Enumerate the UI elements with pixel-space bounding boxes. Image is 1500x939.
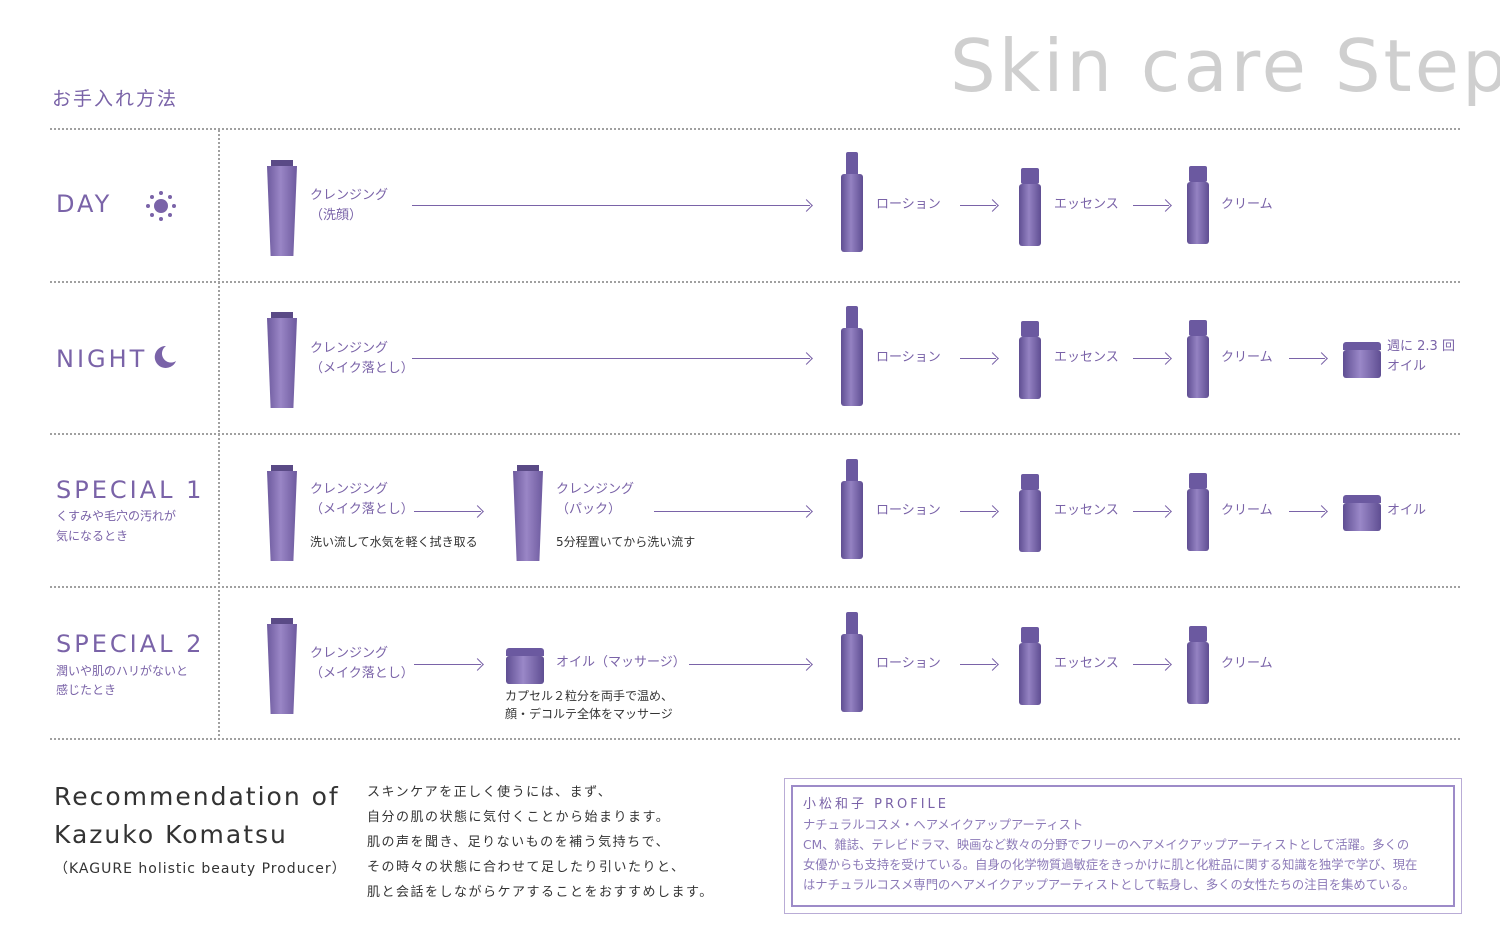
profile-box: 小松和子 PROFILE ナチュラルコスメ・ヘアメイクアップアーティスト CM、…: [784, 778, 1462, 914]
page-title: Skin care Step: [950, 24, 1500, 108]
arrow-icon: [960, 205, 996, 206]
profile-line: はナチュラルコスメ専門のヘアメイクアップアーティストとして転身し、多くの女性たち…: [803, 878, 1415, 892]
cream-bottle-image: [1187, 320, 1209, 398]
step-label: （メイク落とし）: [310, 361, 414, 376]
profile-line: ナチュラルコスメ・ヘアメイクアップアーティスト: [803, 818, 1084, 832]
arrow-icon: [1133, 205, 1169, 206]
cream-bottle-image: [1187, 166, 1209, 244]
arrow-icon: [412, 358, 810, 359]
step-label: エッセンス: [1054, 503, 1119, 518]
arrow-icon: [414, 511, 481, 512]
recommendation-text: スキンケアを正しく使うには、まず、 自分の肌の状態に気付くことから始まります。 …: [367, 785, 714, 900]
step-label: （メイク落とし）: [310, 666, 414, 681]
step-label: （メイク落とし）: [310, 502, 414, 517]
arrow-icon: [689, 664, 810, 665]
arrow-icon: [1133, 358, 1169, 359]
step-label: ローション: [876, 197, 941, 212]
lotion-bottle-image: [841, 612, 863, 712]
oil-jar-image: [506, 648, 544, 684]
divider: [50, 281, 1460, 283]
step-label: クレンジング: [556, 482, 635, 497]
step-note: カプセル２粒分を両手で温め、: [505, 689, 674, 703]
step-label: クレンジング: [310, 341, 389, 356]
step-label: クレンジング: [310, 188, 389, 203]
cleansing-tube-image: [267, 312, 297, 408]
step-label: ローション: [876, 503, 941, 518]
arrow-icon: [1133, 664, 1169, 665]
step-label: エッセンス: [1054, 197, 1119, 212]
step-label: （パック）: [556, 502, 622, 517]
cleansing-tube-image: [267, 618, 297, 714]
step-label: エッセンス: [1054, 350, 1119, 365]
step-label: 週に 2.3 回: [1387, 339, 1455, 354]
arrow-icon: [1289, 511, 1325, 512]
lotion-bottle-image: [841, 152, 863, 252]
step-label: クリーム: [1221, 197, 1273, 212]
oil-jar-image: [1343, 495, 1381, 531]
oil-jar-image: [1343, 342, 1381, 378]
row-title-special-2: SPECIAL 2: [56, 630, 205, 658]
profile-line: 女優からも支持を受けている。自身の化学物質過敏症をきっかけに肌と化粧品に関する知…: [803, 858, 1418, 872]
step-note: 5分程置いてから洗い流す: [556, 535, 696, 549]
step-label: ローション: [876, 350, 941, 365]
arrow-icon: [960, 664, 996, 665]
cream-bottle-image: [1187, 626, 1209, 704]
row-title-special-1: SPECIAL 1: [56, 476, 205, 504]
step-label: エッセンス: [1054, 656, 1119, 671]
section-subtitle: お手入れ方法: [52, 88, 179, 110]
lotion-bottle-image: [841, 306, 863, 406]
step-label: クレンジング: [310, 646, 389, 661]
cream-bottle-image: [1187, 473, 1209, 551]
step-note: 顔・デコルテ全体をマッサージ: [505, 707, 673, 721]
step-label: クリーム: [1221, 656, 1273, 671]
arrow-icon: [1133, 511, 1169, 512]
column-divider: [218, 130, 220, 740]
arrow-icon: [412, 205, 810, 206]
essence-bottle-image: [1019, 474, 1041, 552]
divider: [50, 128, 1460, 130]
arrow-icon: [960, 511, 996, 512]
moon-icon: [154, 345, 176, 368]
divider: [50, 433, 1460, 435]
step-label: オイル: [1387, 359, 1427, 374]
lotion-bottle-image: [841, 459, 863, 559]
divider: [50, 586, 1460, 588]
sun-icon: [146, 191, 176, 221]
essence-bottle-image: [1019, 168, 1041, 246]
arrow-icon: [1289, 358, 1325, 359]
step-label: （洗顔）: [310, 208, 363, 223]
essence-bottle-image: [1019, 321, 1041, 399]
step-label: ローション: [876, 656, 941, 671]
arrow-icon: [654, 511, 810, 512]
step-label: クリーム: [1221, 350, 1273, 365]
step-note: 洗い流して水気を軽く拭き取る: [310, 535, 478, 549]
row-description: くすみや毛穴の汚れが: [56, 509, 177, 523]
cleansing-tube-image: [267, 465, 297, 561]
row-description: 潤いや肌のハリがないと: [56, 664, 189, 678]
step-label: オイル: [1387, 503, 1427, 518]
pack-tube-image: [513, 465, 543, 561]
step-label: クレンジング: [310, 482, 389, 497]
cleansing-tube-image: [267, 160, 297, 256]
recommendation-title: Recommendation of Kazuko Komatsu: [54, 782, 340, 849]
profile-title: 小松和子 PROFILE: [803, 797, 950, 812]
step-label: クリーム: [1221, 503, 1273, 518]
row-description: 感じたとき: [56, 683, 117, 697]
essence-bottle-image: [1019, 627, 1041, 705]
divider: [50, 738, 1460, 740]
row-description: 気になるとき: [56, 529, 129, 543]
recommendation-role: （KAGURE holistic beauty Producer）: [54, 861, 347, 877]
row-title-night: NIGHT: [56, 345, 148, 373]
row-title-day: DAY: [56, 190, 113, 218]
arrow-icon: [414, 664, 481, 665]
arrow-icon: [960, 358, 996, 359]
profile-line: CM、雑誌、テレビドラマ、映画など数々の分野でフリーのヘアメイクアップアーティス…: [803, 838, 1410, 852]
step-label: オイル（マッサージ）: [556, 655, 686, 670]
